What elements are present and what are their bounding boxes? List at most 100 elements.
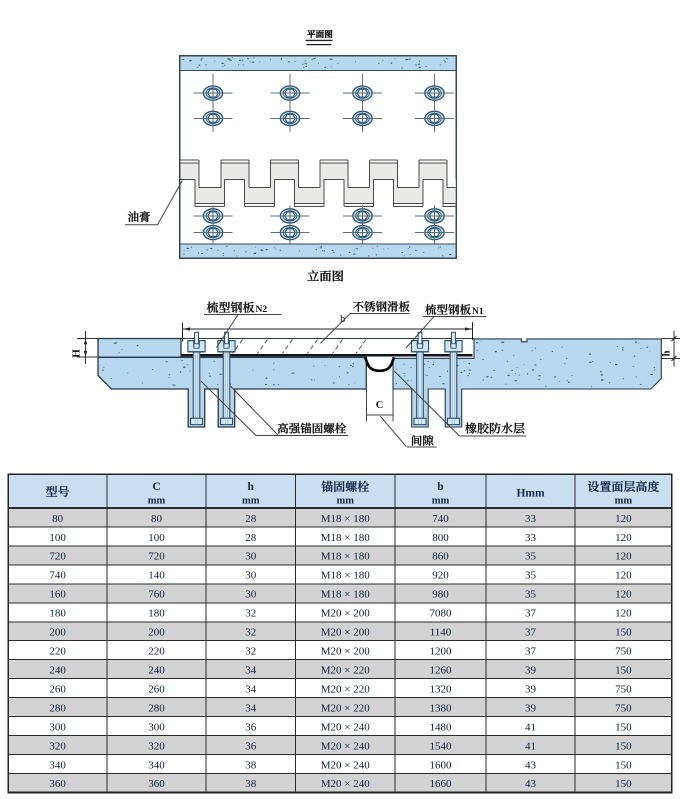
svg-text:150: 150 — [615, 759, 632, 771]
svg-text:140: 140 — [148, 570, 165, 582]
svg-text:100: 100 — [49, 532, 66, 544]
svg-text:120: 120 — [615, 513, 632, 525]
svg-text:100: 100 — [148, 532, 165, 544]
svg-text:120: 120 — [615, 551, 632, 563]
svg-text:1140: 1140 — [430, 627, 452, 639]
svg-text:720: 720 — [148, 551, 165, 563]
svg-text:34: 34 — [245, 702, 257, 714]
svg-text:C: C — [376, 400, 384, 411]
svg-text:M20 × 220: M20 × 220 — [321, 665, 370, 677]
svg-text:240: 240 — [49, 665, 66, 677]
svg-text:340: 340 — [148, 759, 165, 771]
svg-text:150: 150 — [615, 778, 632, 790]
svg-text:150: 150 — [615, 740, 632, 752]
svg-text:1260: 1260 — [430, 665, 453, 677]
svg-text:1540: 1540 — [430, 740, 453, 752]
svg-text:M20 × 200: M20 × 200 — [321, 627, 370, 639]
svg-text:41: 41 — [525, 740, 536, 752]
svg-text:mm: mm — [148, 496, 166, 507]
svg-text:33: 33 — [525, 532, 537, 544]
svg-text:260: 260 — [148, 683, 165, 695]
svg-text:M20 × 240: M20 × 240 — [321, 778, 370, 790]
svg-text:M18 × 180: M18 × 180 — [321, 532, 370, 544]
svg-text:260: 260 — [49, 683, 66, 695]
svg-text:M18 × 180: M18 × 180 — [321, 551, 370, 563]
svg-text:280: 280 — [148, 702, 165, 714]
svg-text:33: 33 — [525, 513, 537, 525]
svg-text:M20 × 240: M20 × 240 — [321, 740, 370, 752]
svg-text:120: 120 — [615, 570, 632, 582]
svg-text:h: h — [662, 350, 673, 356]
svg-text:39: 39 — [525, 665, 537, 677]
svg-text:150: 150 — [615, 627, 632, 639]
svg-text:37: 37 — [525, 608, 537, 620]
svg-text:mm: mm — [242, 496, 260, 507]
svg-text:120: 120 — [615, 589, 632, 601]
svg-text:180: 180 — [49, 608, 66, 620]
svg-text:mm: mm — [337, 496, 355, 507]
svg-text:300: 300 — [49, 721, 66, 733]
svg-text:M20 × 200: M20 × 200 — [321, 608, 370, 620]
svg-text:300: 300 — [148, 721, 165, 733]
svg-text:35: 35 — [525, 589, 537, 601]
svg-text:1480: 1480 — [430, 721, 453, 733]
svg-text:28: 28 — [245, 532, 257, 544]
svg-text:750: 750 — [615, 646, 632, 658]
svg-text:200: 200 — [49, 627, 66, 639]
svg-text:1320: 1320 — [430, 683, 453, 695]
svg-text:920: 920 — [432, 570, 449, 582]
svg-text:32: 32 — [245, 627, 256, 639]
svg-text:750: 750 — [615, 683, 632, 695]
svg-text:38: 38 — [245, 778, 257, 790]
svg-text:36: 36 — [245, 721, 257, 733]
svg-text:b: b — [340, 314, 345, 325]
svg-text:35: 35 — [525, 570, 537, 582]
svg-text:120: 120 — [615, 532, 632, 544]
svg-text:80: 80 — [52, 513, 64, 525]
svg-text:36: 36 — [245, 740, 257, 752]
svg-text:39: 39 — [525, 683, 537, 695]
svg-text:43: 43 — [525, 759, 537, 771]
svg-text:7080: 7080 — [430, 608, 453, 620]
svg-text:740: 740 — [432, 513, 449, 525]
svg-text:C: C — [152, 481, 160, 493]
svg-text:34: 34 — [245, 665, 257, 677]
svg-text:220: 220 — [49, 646, 66, 658]
svg-text:360: 360 — [49, 778, 66, 790]
svg-text:h: h — [248, 481, 255, 493]
svg-text:760: 760 — [148, 589, 165, 601]
svg-text:30: 30 — [245, 570, 257, 582]
svg-text:M18 × 180: M18 × 180 — [321, 589, 370, 601]
svg-text:320: 320 — [148, 740, 165, 752]
svg-text:Hmm: Hmm — [516, 488, 545, 500]
svg-text:160: 160 — [49, 589, 66, 601]
svg-text:41: 41 — [525, 721, 536, 733]
svg-text:150: 150 — [615, 721, 632, 733]
svg-text:120: 120 — [615, 608, 632, 620]
svg-text:38: 38 — [245, 759, 257, 771]
svg-text:1600: 1600 — [430, 759, 453, 771]
svg-text:30: 30 — [245, 551, 257, 563]
svg-text:M18 × 180: M18 × 180 — [321, 513, 370, 525]
svg-text:39: 39 — [525, 702, 537, 714]
svg-text:800: 800 — [432, 532, 449, 544]
svg-text:28: 28 — [245, 513, 257, 525]
svg-text:M20 × 240: M20 × 240 — [321, 721, 370, 733]
svg-text:N1: N1 — [472, 307, 484, 317]
svg-text:200: 200 — [148, 627, 165, 639]
svg-text:37: 37 — [525, 646, 537, 658]
svg-text:980: 980 — [432, 589, 449, 601]
svg-text:b: b — [437, 481, 443, 493]
svg-text:M18 × 180: M18 × 180 — [321, 570, 370, 582]
svg-text:H: H — [71, 349, 83, 358]
svg-text:32: 32 — [245, 646, 256, 658]
svg-text:860: 860 — [432, 551, 449, 563]
svg-text:360: 360 — [148, 778, 165, 790]
svg-text:34: 34 — [245, 683, 257, 695]
svg-text:740: 740 — [49, 570, 66, 582]
svg-text:43: 43 — [525, 778, 537, 790]
svg-text:mm: mm — [432, 496, 450, 507]
svg-text:220: 220 — [148, 646, 165, 658]
svg-text:240: 240 — [148, 665, 165, 677]
svg-text:30: 30 — [245, 589, 257, 601]
